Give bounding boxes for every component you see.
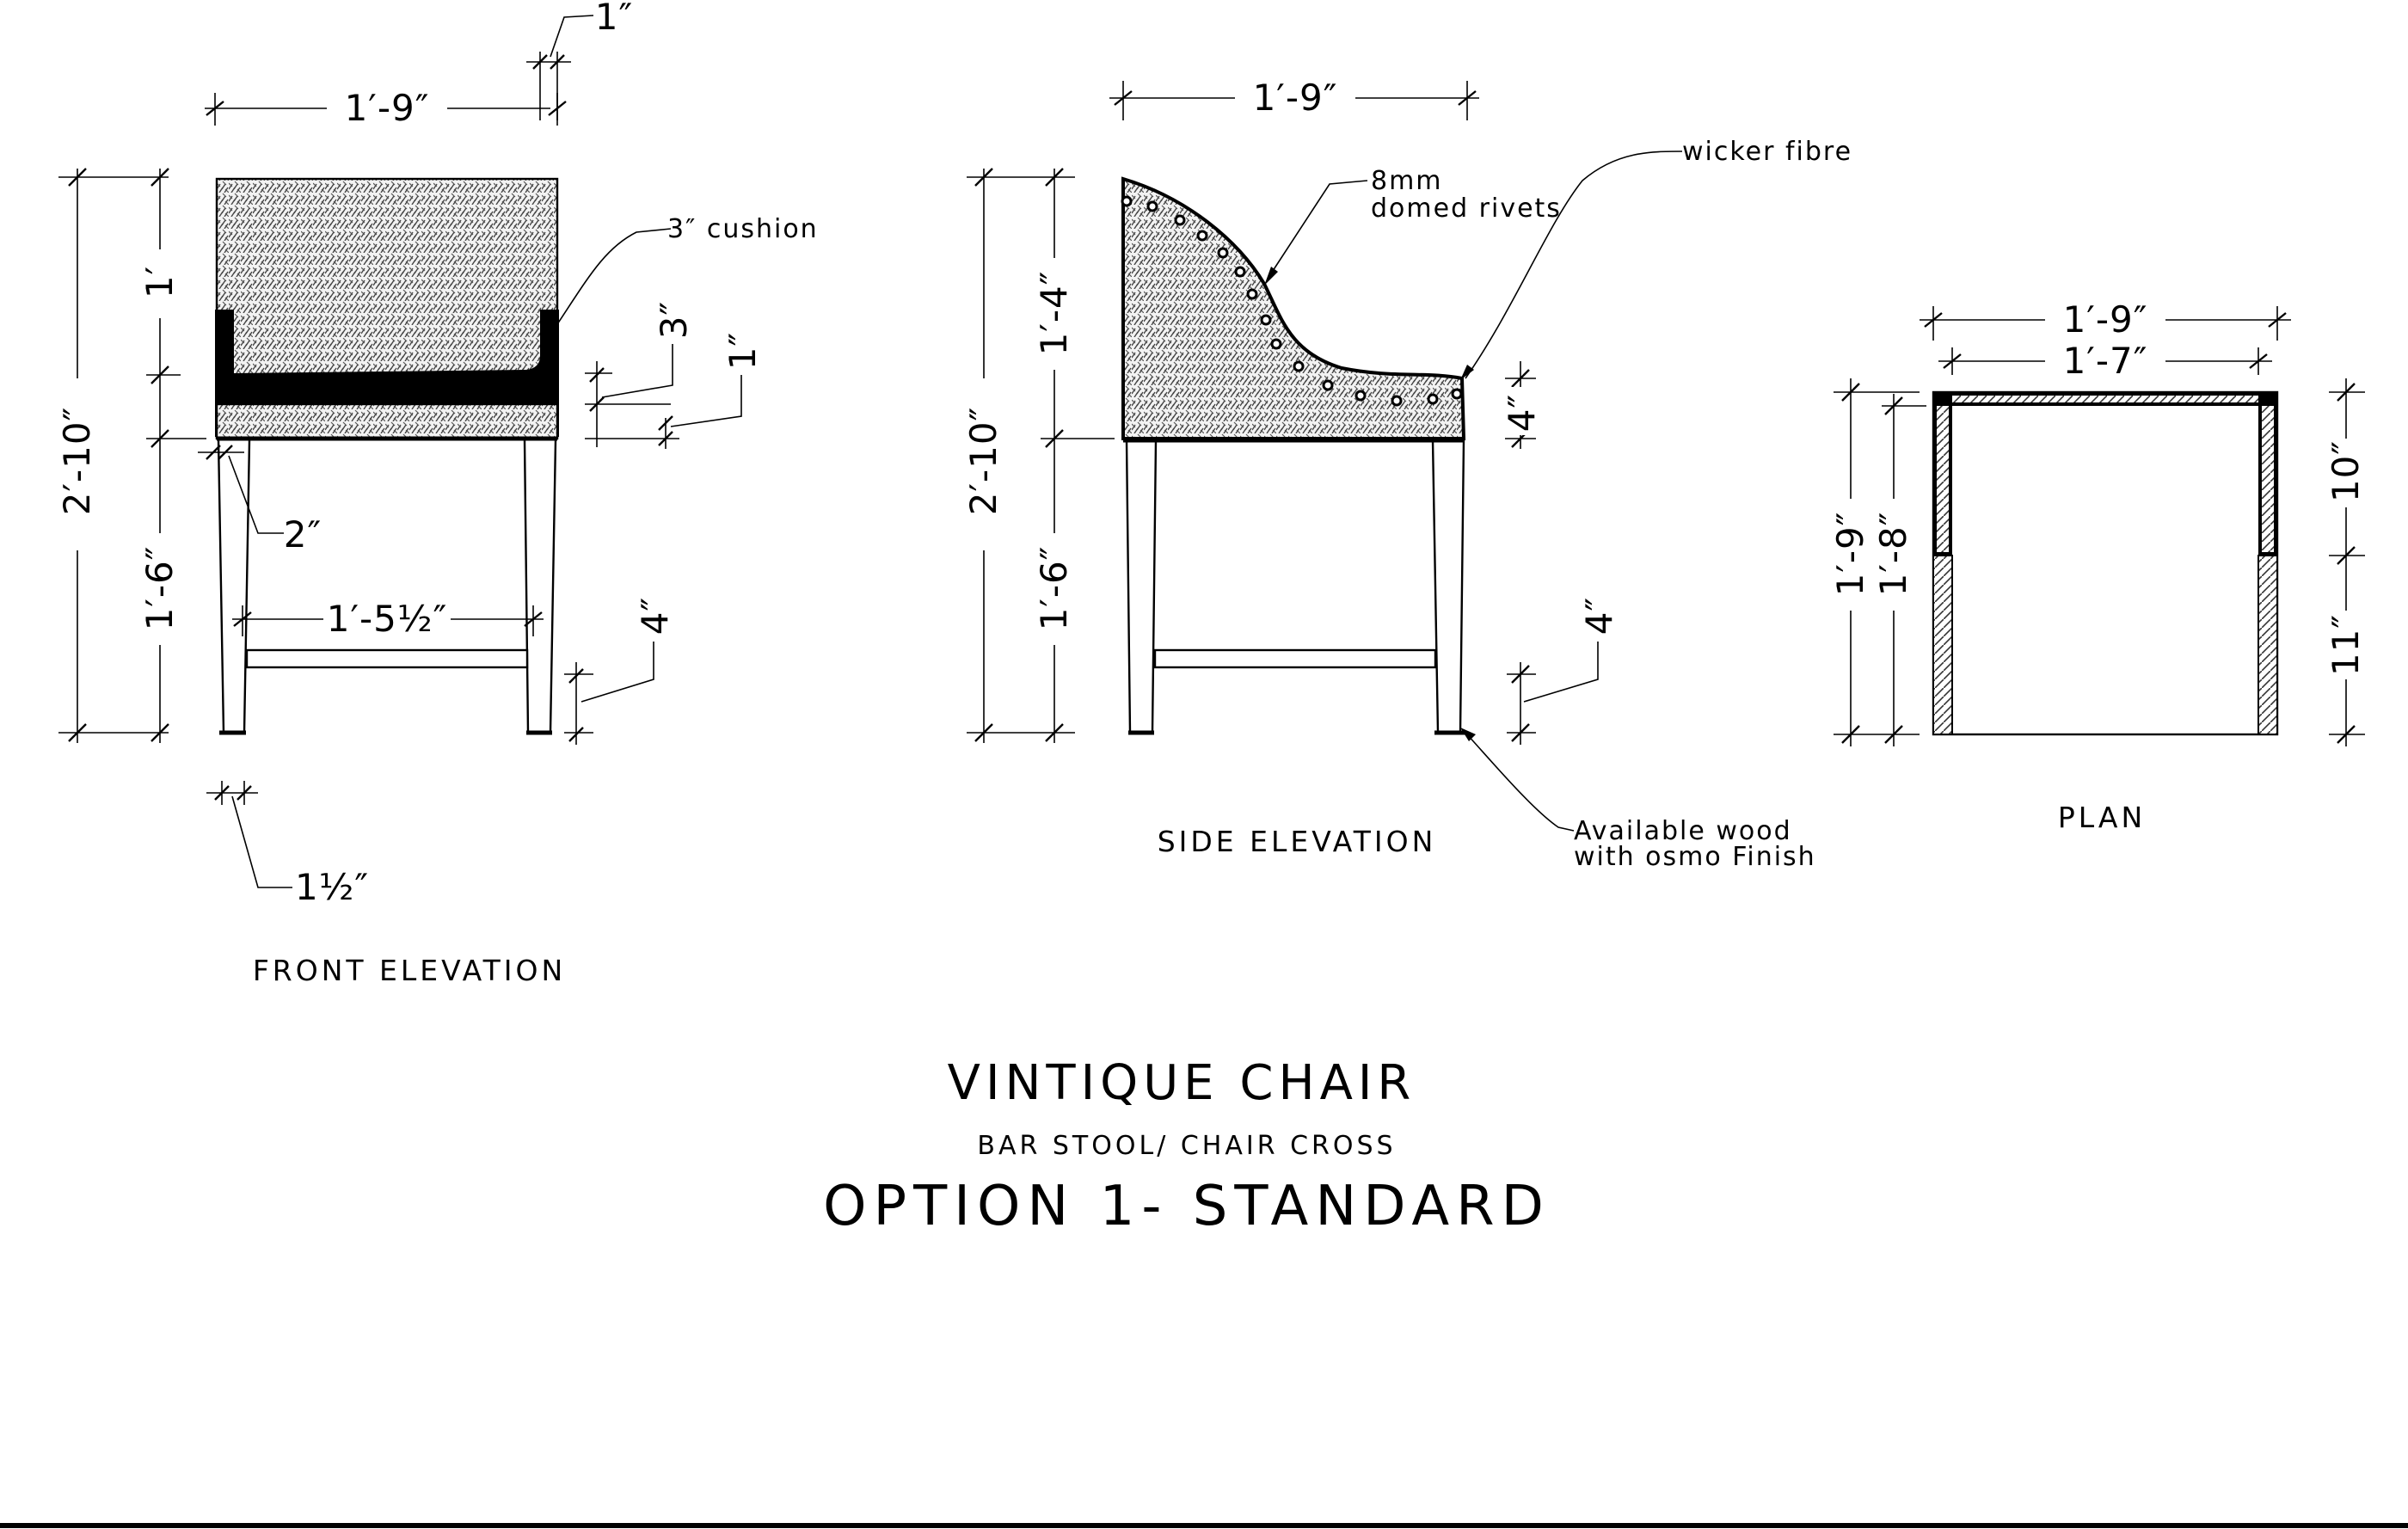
side-elevation: 1′-9″ 2′-10″ 1′-4″ 1′-6″ 4 <box>961 76 1852 872</box>
side-note-wood: Available wood with osmo Finish <box>1460 728 1816 872</box>
front-leg-width-label: 1½″ <box>295 866 369 908</box>
front-dim-top-width: 1′-9″ <box>205 86 567 129</box>
front-top-width-label: 1′-9″ <box>345 87 430 129</box>
side-front-seat-label: 4″ <box>1501 394 1543 432</box>
title-block: VINTIQUE CHAIR BAR STOOL/ CHAIR CROSS OP… <box>823 1055 1551 1238</box>
side-overall-height-label: 2′-10″ <box>962 407 1004 516</box>
front-leg-offset-label: 2″ <box>284 513 322 556</box>
plan-left-side-wicker <box>1932 555 1953 735</box>
plan-right-side-wicker <box>2258 555 2278 735</box>
front-overall-height-label: 2′-10″ <box>56 407 98 516</box>
side-back-leg <box>1431 439 1465 734</box>
front-back-height-label: 1′ <box>138 266 181 298</box>
front-dim-rail-height: 4″ <box>564 597 676 745</box>
side-wicker-note: wicker fibre <box>1682 137 1852 167</box>
front-rail-height-label: 4″ <box>634 597 676 635</box>
front-seat-frame-label: 1″ <box>722 332 764 370</box>
side-dim-front-seat: 4″ <box>1501 361 1543 449</box>
plan-dim-outer-depth: 1′-9″ <box>1829 378 1920 746</box>
front-left-leg <box>217 439 251 734</box>
side-dim-depth: 1′-9″ <box>1109 76 1479 120</box>
front-cushion <box>234 356 540 404</box>
front-note-cushion: 3″ cushion <box>548 214 819 338</box>
side-shell-wicker <box>1121 176 1466 440</box>
side-rivets <box>1121 195 1463 407</box>
side-dim-back-seat: 1′-4″ 1′-6″ <box>1033 168 1115 743</box>
side-front-leg <box>1125 439 1158 734</box>
side-depth-label: 1′-9″ <box>1253 77 1338 119</box>
side-dim-overall-height: 2′-10″ <box>961 168 1075 743</box>
plan-outer-depth-label: 1′-9″ <box>1829 512 1871 597</box>
plan-inner-width-label: 1′-7″ <box>2063 340 2148 382</box>
front-cushion-thickness-label: 3″ <box>653 301 695 339</box>
side-rivets-note-2: domed rivets <box>1371 193 1562 224</box>
front-dim-overall-height: 2′-10″ <box>55 168 169 743</box>
plan-view: 1′-9″ 1′-7″ 1′-9″ 1′-8″ <box>1829 298 2367 834</box>
side-rivets-note-1: 8mm <box>1371 166 1443 196</box>
front-dim-back-seat: 1′ 1′-6″ <box>138 168 206 743</box>
front-stretcher <box>245 648 529 669</box>
side-rail-height-label: 4″ <box>1578 597 1620 635</box>
front-arm-thickness-label: 1″ <box>595 0 633 38</box>
side-elevation-caption: SIDE ELEVATION <box>1158 825 1437 858</box>
front-elevation: 1′-9″ 1″ 2′-10″ 1′ <box>55 0 819 987</box>
drawing-option: OPTION 1- STANDARD <box>823 1175 1551 1238</box>
side-note-wicker: wicker fibre <box>1460 137 1852 380</box>
plan-outer-width-label: 1′-9″ <box>2063 298 2148 341</box>
front-dim-cushion: 3″ 1″ <box>585 301 764 449</box>
front-seat-frame <box>215 402 559 440</box>
front-dim-arm-thickness: 1″ <box>526 0 633 120</box>
plan-arm-depth-label: 10″ <box>2325 440 2367 502</box>
plan-dim-inner-width: 1′-7″ <box>1938 340 2272 384</box>
side-seat-height-label: 1′-6″ <box>1033 546 1075 631</box>
side-back-height-label: 1′-4″ <box>1033 271 1075 356</box>
drawing-title: VINTIQUE CHAIR <box>948 1055 1416 1111</box>
side-wood-note-1: Available wood <box>1574 816 1792 846</box>
front-dim-leg-width: 1½″ <box>206 781 369 908</box>
side-dim-rail-height: 4″ <box>1507 597 1620 745</box>
plan-inner-depth-label: 1′-8″ <box>1872 512 1914 597</box>
plan-dim-inner-depth: 1′-8″ <box>1872 394 1926 746</box>
plan-open-depth-label: 11″ <box>2325 614 2367 676</box>
front-elevation-caption: FRONT ELEVATION <box>253 954 566 987</box>
front-dim-leg-offset: 2″ <box>198 445 322 556</box>
side-note-rivets: 8mm domed rivets <box>1264 166 1562 286</box>
front-right-leg <box>523 439 557 734</box>
front-inner-width-label: 1′-5½″ <box>327 598 448 640</box>
front-dim-inner-width: 1′-5½″ <box>232 598 544 642</box>
front-cushion-note: 3″ cushion <box>667 214 819 244</box>
side-wood-note-2: with osmo Finish <box>1574 842 1816 872</box>
plan-dim-outer-width: 1′-9″ <box>1920 298 2291 341</box>
front-seat-height-label: 1′-6″ <box>138 546 181 631</box>
plan-caption: PLAN <box>2058 801 2146 834</box>
plan-dim-right-depths: 10″ 11″ <box>2325 378 2367 746</box>
drawing-subtitle: BAR STOOL/ CHAIR CROSS <box>977 1131 1396 1161</box>
side-stretcher <box>1153 648 1437 669</box>
